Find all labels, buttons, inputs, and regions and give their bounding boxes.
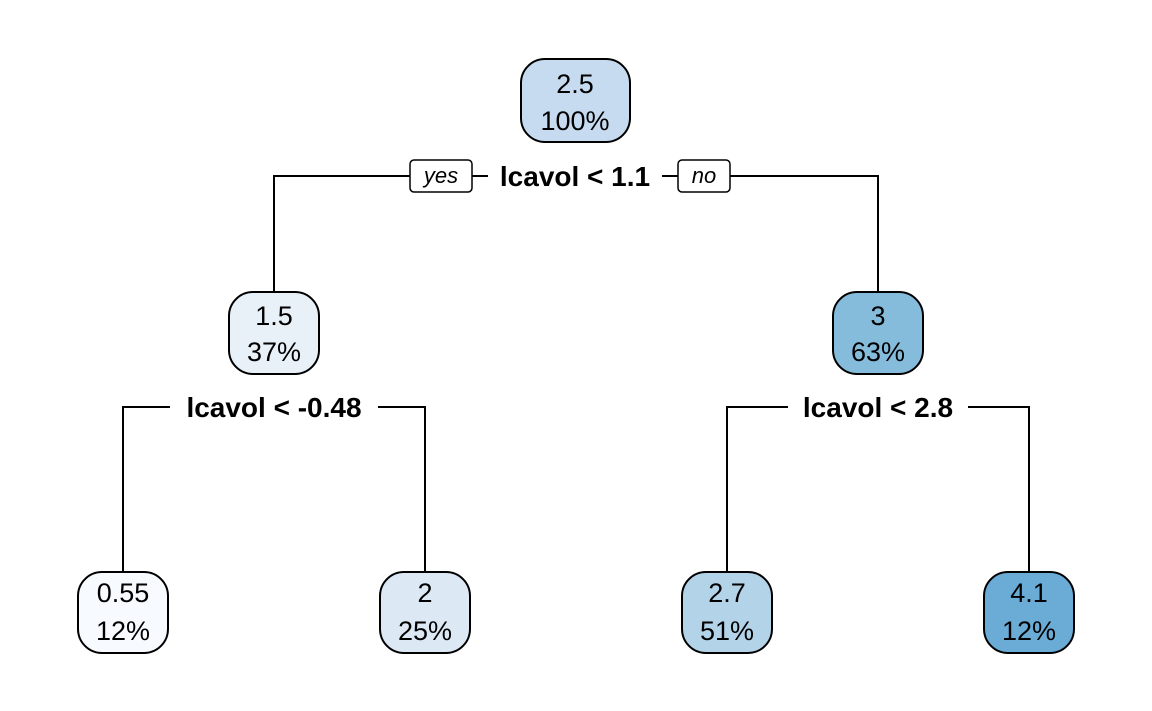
node-root: 2.5 100%	[520, 58, 631, 143]
tree-edges	[122, 175, 1030, 572]
node-n4-value: 0.55	[97, 578, 150, 608]
node-n4: 0.55 12%	[77, 571, 169, 654]
yes-tag-label: yes	[422, 163, 458, 188]
node-n4-percent: 12%	[96, 616, 150, 646]
node-n3-box	[832, 291, 924, 375]
node-n5-box	[379, 571, 471, 654]
split-labels: lcavol < 1.1 lcavol < -0.48 lcavol < 2.8	[186, 161, 953, 423]
node-n4-box	[77, 571, 169, 654]
edge-root-left	[273, 175, 410, 292]
node-root-box	[520, 58, 631, 143]
node-n5-percent: 25%	[398, 616, 452, 646]
node-root-value: 2.5	[556, 69, 594, 99]
split-label-n3: lcavol < 2.8	[803, 392, 953, 423]
node-n2-box	[228, 291, 320, 375]
edge-n3-right	[968, 406, 1030, 572]
no-tag-box	[677, 159, 731, 193]
node-n5: 2 25%	[379, 571, 471, 654]
node-n2-value: 1.5	[255, 301, 293, 331]
node-n3: 3 63%	[832, 291, 924, 375]
node-root-percent: 100%	[540, 106, 609, 136]
node-n3-value: 3	[870, 301, 885, 331]
yes-tag-box	[409, 159, 473, 193]
edge-n3-left	[726, 406, 788, 572]
node-n6-box	[681, 571, 773, 654]
node-n6-percent: 51%	[700, 616, 754, 646]
node-n7: 4.1 12%	[983, 571, 1075, 654]
node-n3-percent: 63%	[851, 337, 905, 367]
node-n6-value: 2.7	[708, 578, 746, 608]
node-n5-value: 2	[417, 578, 432, 608]
node-n7-value: 4.1	[1010, 578, 1048, 608]
node-n2: 1.5 37%	[228, 291, 320, 375]
edge-root-right	[730, 175, 879, 292]
node-n6: 2.7 51%	[681, 571, 773, 654]
split-label-root: lcavol < 1.1	[500, 161, 650, 192]
edge-n2-right	[378, 406, 426, 572]
branch-tags: yes no	[409, 159, 731, 193]
node-n2-percent: 37%	[247, 337, 301, 367]
split-label-n2: lcavol < -0.48	[186, 392, 361, 423]
no-tag-label: no	[692, 163, 716, 188]
edge-n2-left	[122, 406, 170, 572]
node-n7-box	[983, 571, 1075, 654]
node-n7-percent: 12%	[1002, 616, 1056, 646]
